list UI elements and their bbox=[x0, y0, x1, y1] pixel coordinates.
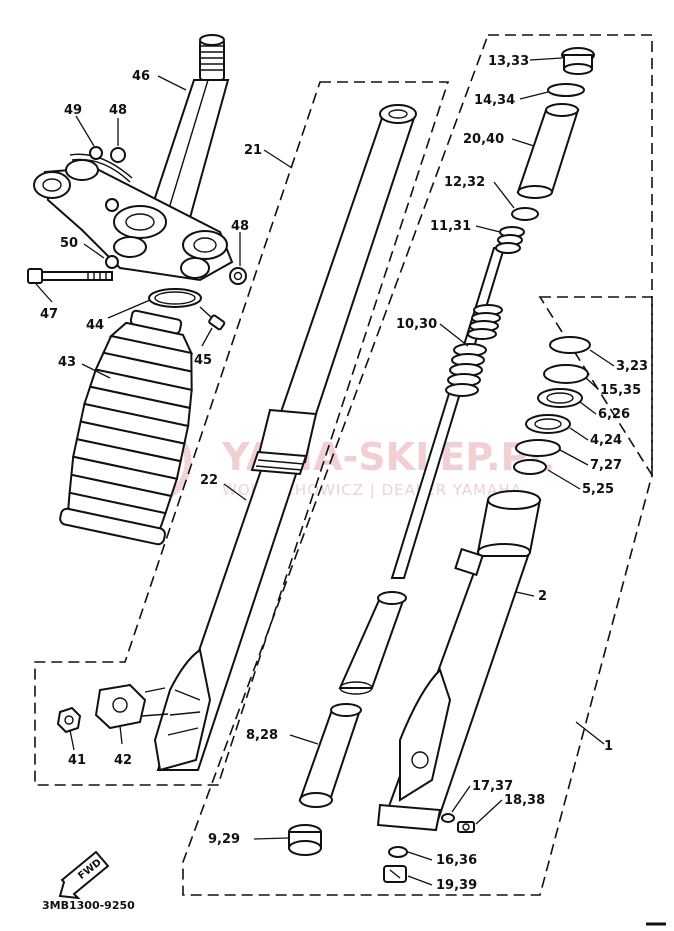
axle-clamp-42 bbox=[94, 683, 169, 730]
under-bracket bbox=[33, 159, 234, 282]
circlip-3 bbox=[549, 336, 591, 354]
washer-17 bbox=[441, 813, 455, 823]
washer-12 bbox=[511, 207, 539, 221]
inner-tube-group-outline bbox=[538, 296, 653, 478]
label-43: 43 bbox=[58, 355, 76, 370]
spring-10 bbox=[445, 304, 503, 397]
gasket-16 bbox=[388, 846, 408, 858]
label-41: 41 bbox=[68, 753, 86, 768]
band-screw-45 bbox=[199, 306, 226, 331]
dust-seal-15 bbox=[543, 364, 589, 384]
label-4-24: 4,24 bbox=[590, 433, 622, 448]
label-50: 50 bbox=[60, 236, 78, 251]
leader-lines bbox=[35, 57, 615, 886]
label-22: 22 bbox=[200, 473, 218, 488]
piston-sleeve bbox=[338, 591, 407, 695]
diagram-code: 3MB1300-9250 bbox=[42, 899, 135, 912]
forward-arrow-icon: FWD bbox=[58, 850, 110, 900]
cap-bolt-13 bbox=[561, 47, 595, 75]
nut-48-side bbox=[229, 267, 247, 285]
label-48-side: 48 bbox=[231, 219, 249, 234]
nut-41 bbox=[56, 706, 82, 734]
label-5-25: 5,25 bbox=[582, 482, 614, 497]
label-3-23: 3,23 bbox=[616, 359, 648, 374]
label-20-40: 20,40 bbox=[463, 132, 504, 147]
label-15-35: 15,35 bbox=[600, 383, 641, 398]
label-1: 1 bbox=[604, 739, 613, 754]
caliper-mount bbox=[153, 648, 212, 772]
label-13-33: 13,33 bbox=[488, 54, 529, 69]
label-48-top: 48 bbox=[109, 103, 127, 118]
collar-50 bbox=[105, 255, 119, 269]
label-45: 45 bbox=[194, 353, 212, 368]
fork-boot-43 bbox=[59, 309, 194, 546]
label-42: 42 bbox=[114, 753, 132, 768]
label-6-26: 6,26 bbox=[598, 407, 630, 422]
watermark-subline: WOJCIECHOWICZ | DEALER YAMAHA bbox=[222, 481, 522, 499]
boot-band-44 bbox=[148, 288, 202, 308]
label-44: 44 bbox=[86, 318, 104, 333]
part-labels: 46 49 48 48 50 47 44 45 43 21 22 41 42 1… bbox=[40, 54, 648, 893]
base-bolt-19 bbox=[383, 865, 407, 883]
drain-bolt-18 bbox=[457, 821, 475, 833]
outer-tube-21 bbox=[156, 104, 417, 771]
label-9-29: 9,29 bbox=[208, 832, 240, 847]
label-19-39: 19,39 bbox=[436, 878, 477, 893]
label-16-36: 16,36 bbox=[436, 853, 477, 868]
label-21: 21 bbox=[244, 143, 262, 158]
washer-7 bbox=[515, 439, 561, 457]
label-2: 2 bbox=[538, 589, 547, 604]
oil-seal-4 bbox=[525, 414, 571, 434]
spacer-20 bbox=[516, 103, 580, 199]
rebound-spring-11 bbox=[495, 226, 525, 254]
label-12-32: 12,32 bbox=[444, 175, 485, 190]
bushing-5 bbox=[513, 459, 547, 475]
label-49: 49 bbox=[64, 103, 82, 118]
pinch-bolt-47 bbox=[27, 268, 113, 284]
steering-stem bbox=[144, 34, 230, 226]
label-18-38: 18,38 bbox=[504, 793, 545, 808]
label-14-34: 14,34 bbox=[474, 93, 515, 108]
label-17-37: 17,37 bbox=[472, 779, 513, 794]
oil-lock-9 bbox=[288, 824, 322, 856]
o-ring-14 bbox=[547, 83, 585, 97]
outer-tube-group-outline bbox=[34, 81, 450, 786]
inner-tube-8 bbox=[298, 703, 362, 808]
label-46: 46 bbox=[132, 69, 150, 84]
nut-48-top bbox=[110, 147, 126, 163]
lower-leg-2 bbox=[376, 490, 542, 832]
fork-assembly-group-outline bbox=[182, 34, 653, 896]
label-11-31: 11,31 bbox=[430, 219, 471, 234]
clip-ring bbox=[89, 146, 103, 160]
label-8-28: 8,28 bbox=[246, 728, 278, 743]
label-47: 47 bbox=[40, 307, 58, 322]
label-10-30: 10,30 bbox=[396, 317, 437, 332]
label-7-27: 7,27 bbox=[590, 458, 622, 473]
stopper-6 bbox=[537, 388, 583, 408]
